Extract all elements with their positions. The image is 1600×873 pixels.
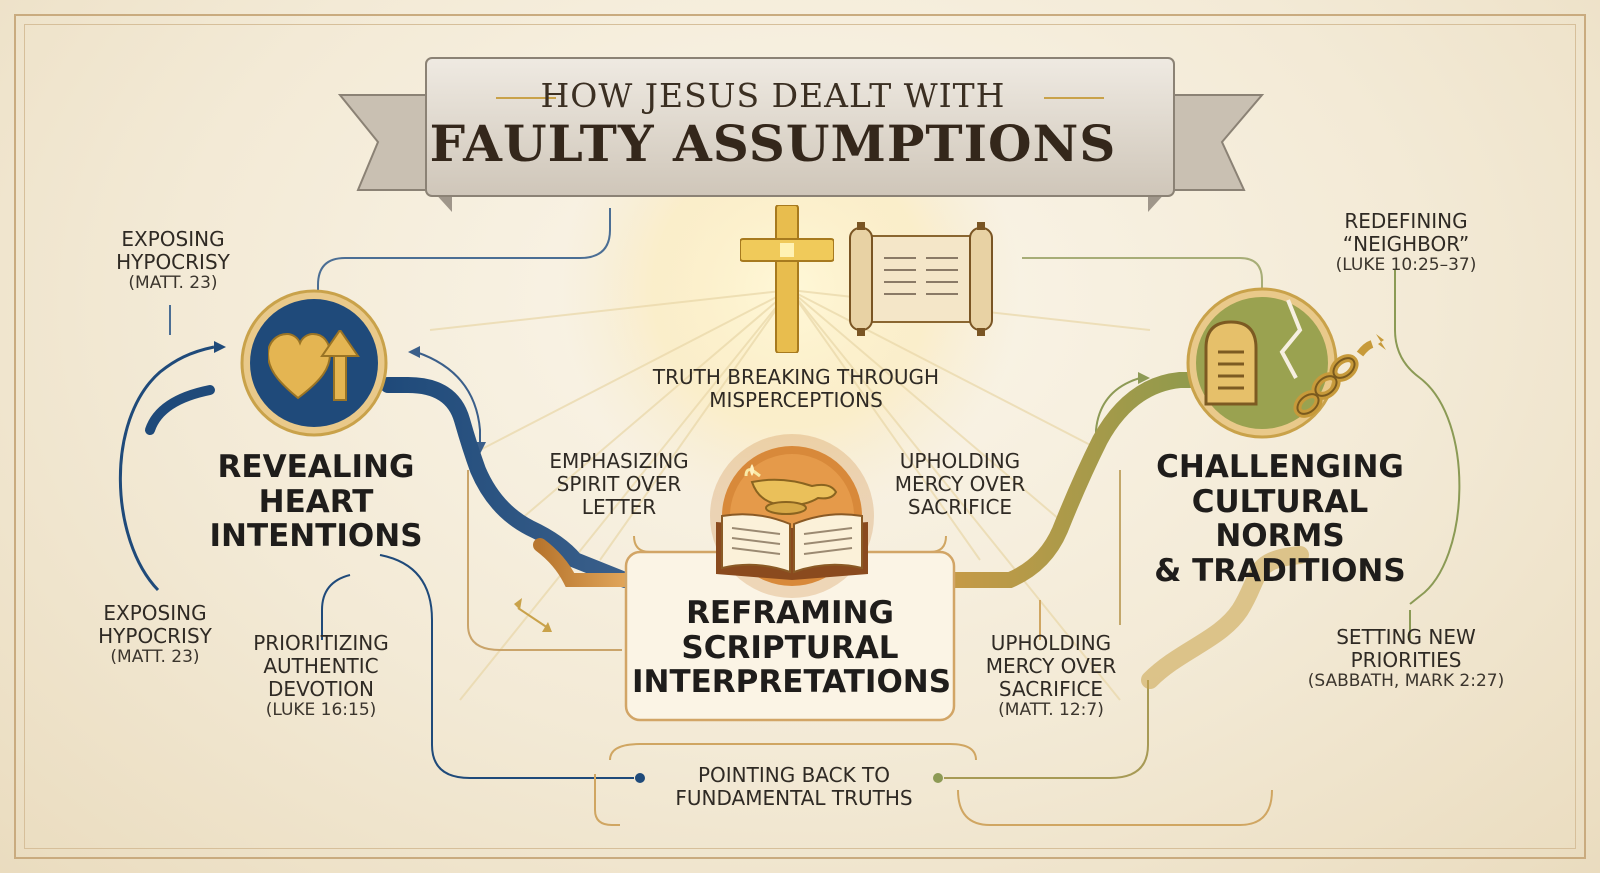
oil-lamp-icon	[744, 464, 838, 515]
label-line: PRIORITIES	[1350, 648, 1462, 672]
scripture-reference: (LUKE 16:15)	[265, 700, 377, 720]
exposing-hypocrisy-bottom: EXPOSING HYPOCRISY (MATT. 23)	[80, 602, 230, 668]
truth-breaking-line-1: TRUTH BREAKING THROUGH	[652, 365, 940, 389]
broken-chain-icon	[1293, 334, 1386, 418]
prioritizing-authentic-devotion: PRIORITIZING AUTHENTIC DEVOTION (LUKE 16…	[236, 632, 406, 721]
label-line: EXPOSING	[103, 601, 207, 625]
truth-breaking-label: TRUTH BREAKING THROUGH MISPERCEPTIONS	[606, 366, 986, 412]
label-line: EMPHASIZING	[549, 449, 689, 473]
label-line: EXPOSING	[121, 227, 225, 251]
open-book-icon	[716, 513, 868, 580]
setting-new-priorities: SETTING NEW PRIORITIES (SABBATH, MARK 2:…	[1296, 626, 1516, 692]
scripture-reference: (MATT. 23)	[128, 273, 218, 293]
right-node-line-1: CHALLENGING	[1156, 449, 1404, 485]
scroll-icon	[849, 222, 993, 336]
scripture-reference: (MATT. 23)	[110, 647, 200, 667]
pointing-back-line-1: POINTING BACK TO	[697, 763, 891, 787]
pointing-back-label: POINTING BACK TO FUNDAMENTAL TRUTHS	[646, 764, 942, 810]
blue-band	[380, 377, 633, 588]
left-node-line-3: INTENTIONS	[209, 518, 423, 555]
label-line: MERCY OVER	[894, 472, 1026, 496]
revealing-heart-intentions-title: REVEALING HEART INTENTIONS	[196, 450, 436, 554]
label-line: SACRIFICE	[907, 495, 1013, 519]
pointing-back-line-2: FUNDAMENTAL TRUTHS	[675, 786, 913, 810]
label-line: HYPOCRISY	[116, 250, 230, 274]
center-node-line-1: REFRAMING	[686, 595, 894, 631]
label-line: SETTING NEW	[1336, 625, 1476, 649]
center-node-line-3: INTERPRETATIONS	[632, 664, 952, 701]
title-banner-text: HOW JESUS DEALT WITH FAULTY ASSUMPTIONS	[338, 52, 1208, 222]
right-node-line-3: & TRADITIONS	[1154, 553, 1406, 590]
light-rays	[429, 289, 1151, 701]
label-line: PRIORITIZING	[253, 631, 389, 655]
scripture-reference: (SABBATH, MARK 2:27)	[1307, 671, 1505, 691]
label-line: SACRIFICE	[998, 677, 1104, 701]
emphasizing-spirit-over-letter: EMPHASIZING SPIRIT OVER LETTER	[530, 450, 708, 519]
label-line: HYPOCRISY	[98, 624, 212, 648]
label-line: DEVOTION	[268, 677, 374, 701]
label-line: LETTER	[581, 495, 657, 519]
label-line: REDEFINING	[1344, 209, 1468, 233]
truth-breaking-line-2: MISPERCEPTIONS	[709, 388, 883, 412]
outer-frame	[14, 14, 1586, 859]
redefining-neighbor: REDEFINING “NEIGHBOR” (LUKE 10:25–37)	[1316, 210, 1496, 276]
cross-icon	[740, 205, 834, 353]
center-node-line-2: SCRIPTURAL	[681, 629, 899, 666]
exposing-hypocrisy-top: EXPOSING HYPOCRISY (MATT. 23)	[98, 228, 248, 294]
label-line: SPIRIT OVER	[556, 472, 682, 496]
title-line-2: FAULTY ASSUMPTIONS	[429, 114, 1117, 173]
left-node-line-1: REVEALING	[217, 449, 415, 485]
orange-band	[533, 538, 632, 587]
label-line: MERCY OVER	[985, 654, 1117, 678]
upholding-mercy-bottom: UPHOLDING MERCY OVER SACRIFICE (MATT. 12…	[966, 632, 1136, 721]
label-line: UPHOLDING	[899, 449, 1021, 473]
inner-frame	[24, 24, 1576, 849]
heart-arrow-icon	[268, 330, 360, 401]
reframing-scriptural-interpretations-title: REFRAMING SCRIPTURAL INTERPRETATIONS	[632, 595, 952, 701]
upholding-mercy-top: UPHOLDING MERCY OVER SACRIFICE	[872, 450, 1048, 519]
green-band	[942, 372, 1213, 588]
scripture-reference: (LUKE 10:25–37)	[1335, 255, 1477, 275]
right-node-line-2: CULTURAL NORMS	[1191, 483, 1369, 555]
scripture-reference: (MATT. 12:7)	[998, 700, 1104, 720]
label-line: UPHOLDING	[990, 631, 1112, 655]
title-line-1: HOW JESUS DEALT WITH	[540, 76, 1006, 115]
label-line: “NEIGHBOR”	[1342, 232, 1470, 256]
title-banner	[337, 57, 1265, 212]
challenging-cultural-norms-title: CHALLENGING CULTURAL NORMS & TRADITIONS	[1140, 450, 1420, 589]
left-node-line-2: HEART	[258, 483, 374, 520]
label-line: AUTHENTIC	[263, 654, 379, 678]
stone-tablets-icon	[1204, 320, 1258, 406]
